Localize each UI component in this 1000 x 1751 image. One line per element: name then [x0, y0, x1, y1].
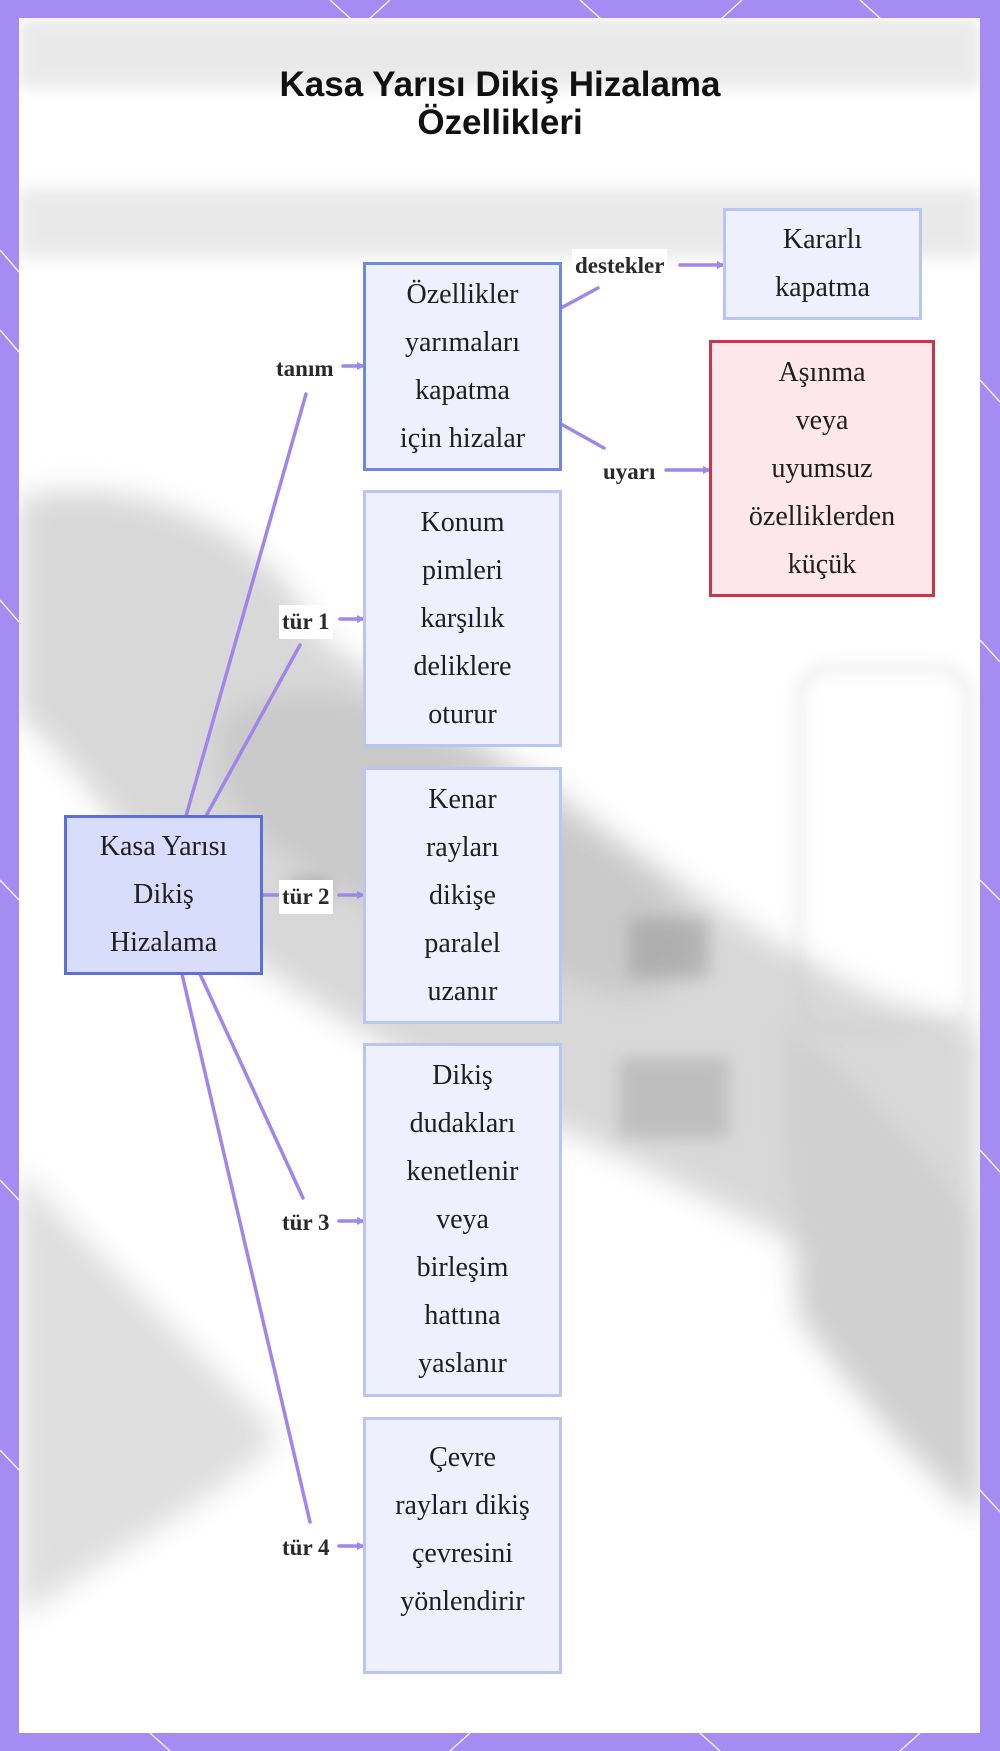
node-type4-line-3: çevresini — [411, 1538, 514, 1569]
node-type1-line-4: deliklere — [413, 650, 512, 682]
node-type3-line-5: birleşim — [416, 1252, 509, 1283]
node-warning-line-5: küçük — [787, 548, 857, 580]
node-definition-line-2: yarımaları — [404, 326, 521, 358]
node-type1-line-2: pimleri — [422, 554, 503, 586]
node-type1-line-3: karşılık — [420, 602, 505, 634]
node-definition-line-1: Özellikler — [406, 278, 519, 310]
node-warning-line-2: veya — [795, 404, 849, 436]
node-definition-line-4: için hizalar — [399, 422, 526, 454]
node-type4-line-4: yönlendirir — [400, 1586, 525, 1617]
node-root-line-1: Kasa Yarısı — [99, 831, 228, 862]
node-support[interactable]: Kararlı kapatma — [723, 208, 922, 320]
page-title: Kasa Yarısı Dikiş Hizalama Özellikleri — [0, 66, 1000, 142]
node-type2-line-5: uzanır — [427, 975, 498, 1007]
edge-warning — [559, 422, 606, 450]
node-type1-line-1: Konum — [420, 506, 505, 538]
node-type3-line-2: dudakları — [409, 1108, 516, 1139]
edge-label-definition: tanım — [273, 352, 337, 386]
node-warning-line-4: özelliklerden — [748, 500, 896, 532]
page-title-line-2: Özellikleri — [417, 103, 583, 142]
node-root-line-2: Dikiş — [133, 879, 194, 910]
edge-type3 — [198, 972, 305, 1200]
edge-support — [559, 286, 600, 310]
node-warning[interactable]: Aşınma veya uyumsuz özelliklerden küçük — [709, 340, 935, 597]
edge-label-warning: uyarı — [600, 455, 659, 489]
node-warning-line-1: Aşınma — [778, 356, 866, 388]
page-title-line-1: Kasa Yarısı Dikiş Hizalama — [279, 65, 721, 104]
node-type2-line-1: Kenar — [428, 783, 497, 815]
node-root[interactable]: Kasa Yarısı Dikiş Hizalama — [64, 815, 263, 975]
node-type3-line-7: yaslanır — [418, 1348, 507, 1379]
node-support-line-1: Kararlı — [782, 224, 863, 255]
node-type3-line-6: hattına — [424, 1300, 501, 1331]
node-type3-line-4: veya — [436, 1204, 489, 1235]
node-type1[interactable]: Konum pimleri karşılık deliklere oturur — [363, 490, 562, 747]
node-support-line-2: kapatma — [775, 272, 870, 303]
node-root-line-3: Hizalama — [109, 927, 218, 958]
node-type3-line-1: Dikiş — [432, 1060, 493, 1091]
edge-label-type2: tür 2 — [279, 880, 333, 914]
node-type1-line-5: oturur — [428, 698, 497, 730]
node-type4-line-1: Çevre — [429, 1442, 496, 1473]
node-type2-line-4: paralel — [424, 927, 501, 959]
edge-type1 — [204, 643, 302, 818]
node-type4[interactable]: Çevre rayları dikiş çevresini yönlendiri… — [363, 1417, 562, 1674]
node-type2-line-2: rayları — [425, 831, 500, 863]
node-definition-line-3: kapatma — [415, 374, 510, 406]
node-warning-line-3: uyumsuz — [771, 452, 873, 484]
edge-label-type1: tür 1 — [279, 605, 333, 639]
edge-type4 — [180, 972, 312, 1524]
node-type2[interactable]: Kenar rayları dikişe paralel uzanır — [363, 767, 562, 1024]
edge-label-type4: tür 4 — [279, 1531, 333, 1565]
node-definition[interactable]: Özellikler yarımaları kapatma için hizal… — [363, 262, 562, 471]
node-type4-line-2: rayları dikiş — [395, 1490, 530, 1521]
node-type3-line-3: kenetlenir — [406, 1156, 519, 1187]
edge-label-type3: tür 3 — [279, 1206, 333, 1240]
node-type2-line-3: dikişe — [429, 879, 496, 911]
edge-definition — [184, 392, 308, 818]
edge-label-support: destekler — [572, 249, 668, 283]
node-type3[interactable]: Dikiş dudakları kenetlenir veya birleşim… — [363, 1043, 562, 1397]
